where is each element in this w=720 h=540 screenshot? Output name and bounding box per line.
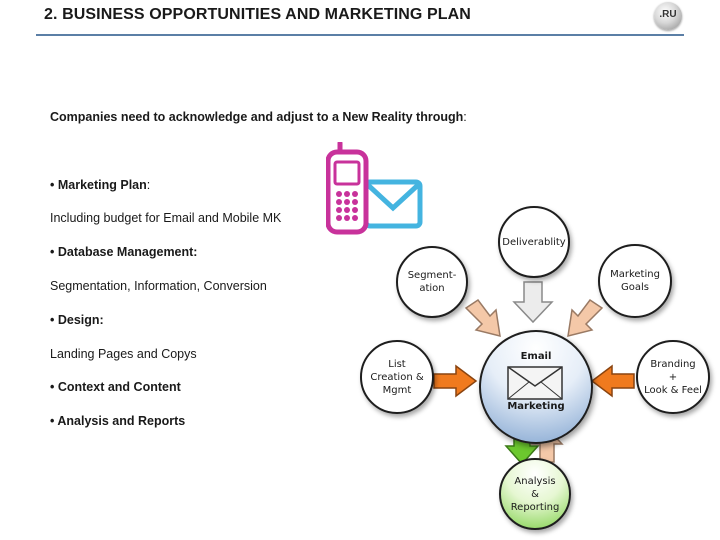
item-database-management-detail: Segmentation, Information, Conversion: [50, 279, 267, 293]
node-goals-label: Marketing Goals: [610, 269, 660, 293]
intro-line: Companies need to acknowledge and adjust…: [50, 110, 467, 124]
node-analysis-reporting: Analysis & Reporting: [499, 458, 571, 530]
node-deliverability: Deliverablity: [498, 206, 570, 278]
node-marketing-goals: Marketing Goals: [598, 244, 672, 318]
node-segmentation-label: Segment- ation: [407, 270, 457, 294]
node-branding-label: Branding + Look & Feel: [644, 358, 702, 396]
hub-title-bottom: Marketing: [507, 401, 565, 412]
item-marketing-plan-detail: Including budget for Email and Mobile MK: [50, 211, 282, 225]
node-list-creation: List Creation & Mgmt: [360, 340, 434, 414]
arrow-goals: [567, 298, 604, 338]
envelope-icon: [507, 366, 563, 400]
item-design-detail: Landing Pages and Copys: [50, 347, 197, 361]
arrow-segmentation: [464, 298, 501, 338]
mobile-email-illustration: [326, 142, 423, 235]
node-segmentation: Segment- ation: [396, 246, 468, 318]
hub-title-top: Email: [520, 351, 552, 362]
node-list-label: List Creation & Mgmt: [370, 358, 424, 396]
arrow-deliverability: [512, 281, 554, 324]
item-colon: :: [146, 178, 151, 192]
arrow-branding: [590, 364, 635, 398]
item-context-content: • Context and Content: [50, 380, 181, 394]
title-divider: [36, 34, 684, 36]
item-design: • Design:: [50, 313, 104, 327]
item-marketing-plan: • Marketing Plan:: [50, 178, 150, 192]
ru-logo: .RU: [654, 2, 682, 30]
item-label: • Marketing Plan: [50, 178, 147, 192]
logo-text: .RU: [659, 9, 677, 20]
arrow-list: [433, 364, 478, 398]
intro-text: Companies need to acknowledge and adjust…: [50, 110, 464, 124]
email-marketing-hub: Email Marketing: [479, 330, 593, 444]
item-database-management: • Database Management:: [50, 245, 198, 259]
intro-colon: :: [463, 110, 467, 124]
node-analysis-label: Analysis & Reporting: [510, 475, 560, 513]
node-deliverability-label: Deliverablity: [502, 236, 566, 248]
page-title: 2. BUSINESS OPPORTUNITIES AND MARKETING …: [44, 6, 471, 23]
node-branding: Branding + Look & Feel: [636, 340, 710, 414]
item-analysis-reports: • Analysis and Reports: [50, 414, 186, 428]
